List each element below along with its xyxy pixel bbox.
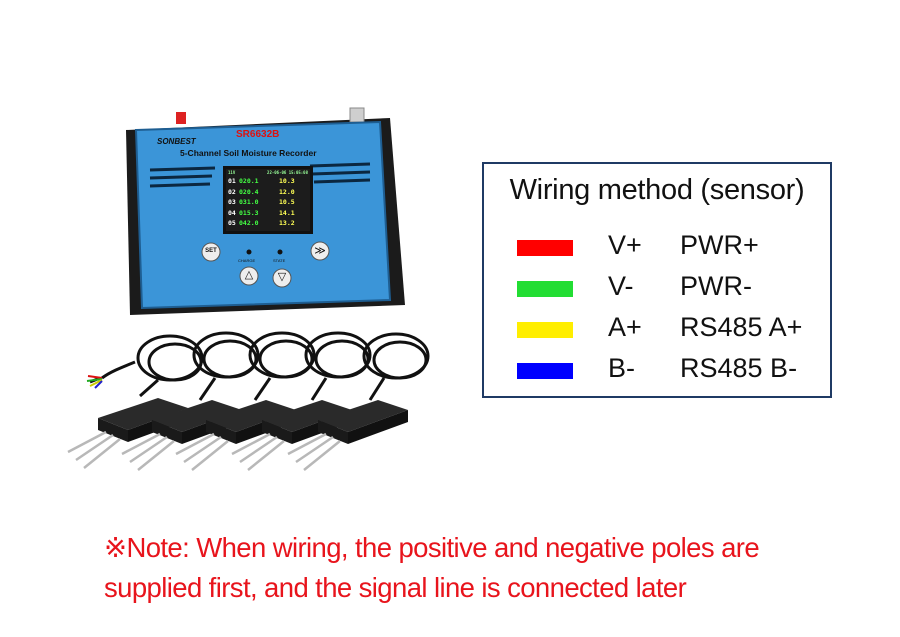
blue-swatch bbox=[517, 363, 573, 379]
note-line-2: supplied first, and the signal line is c… bbox=[104, 572, 687, 603]
red-swatch bbox=[517, 240, 573, 256]
pin-label: V- bbox=[608, 271, 634, 301]
channel-moisture: 020.4 bbox=[239, 187, 259, 196]
channel-moisture: 042.0 bbox=[239, 219, 259, 227]
channel-temperature: 10.5 bbox=[279, 198, 295, 206]
wiring-legend: Wiring method (sensor) V+ PWR+ V- PWR- A… bbox=[482, 162, 832, 398]
sensor-probe bbox=[287, 400, 408, 471]
legend-row-power-positive: V+ PWR+ bbox=[484, 230, 830, 264]
device-brand: SONBEST bbox=[157, 137, 196, 146]
signal-label: RS485 B- bbox=[680, 353, 798, 383]
channel-temperature: 14.1 bbox=[279, 208, 295, 217]
channel-id: 04 bbox=[228, 208, 236, 217]
channel-moisture: 020.1 bbox=[239, 177, 259, 185]
channel-moisture: 015.3 bbox=[239, 208, 259, 217]
channel-temperature: 12.0 bbox=[279, 187, 295, 196]
screen-battery: 11V bbox=[228, 170, 236, 175]
device-illustration: SONBEST SR6632B 5-Channel Soil Moisture … bbox=[40, 100, 480, 490]
legend-row-rs485-b: B- RS485 B- bbox=[484, 353, 830, 387]
device-model: SR6632B bbox=[236, 129, 280, 140]
legend-row-power-negative: V- PWR- bbox=[484, 271, 830, 305]
legend-title: Wiring method (sensor) bbox=[509, 174, 805, 206]
green-swatch bbox=[517, 281, 573, 297]
signal-label: RS485 A+ bbox=[680, 312, 803, 342]
recorder-and-sensors-image bbox=[67, 107, 430, 471]
down-button[interactable]: ▽ bbox=[277, 271, 287, 283]
signal-label: PWR+ bbox=[680, 230, 759, 260]
channel-id: 02 bbox=[228, 187, 236, 196]
screen-datetime: 22-06-06 15:05:08 bbox=[267, 170, 308, 175]
device-subtitle: 5-Channel Soil Moisture Recorder bbox=[180, 148, 317, 158]
legend-row-rs485-a: A+ RS485 A+ bbox=[484, 312, 830, 346]
up-button[interactable]: △ bbox=[244, 269, 254, 281]
signal-label: PWR- bbox=[680, 271, 752, 301]
channel-temperature: 13.2 bbox=[279, 219, 295, 227]
pin-label: V+ bbox=[608, 230, 642, 260]
channel-id: 03 bbox=[228, 198, 236, 206]
channel-moisture: 031.0 bbox=[239, 198, 259, 206]
next-button[interactable]: ≫ bbox=[314, 245, 326, 257]
wiring-note: ※Note: When wiring, the positive and neg… bbox=[104, 528, 864, 608]
pin-label: B- bbox=[608, 353, 635, 383]
charge-label: CHARGE bbox=[238, 258, 256, 263]
yellow-swatch bbox=[517, 322, 573, 338]
channel-temperature: 10.3 bbox=[279, 177, 295, 185]
note-line-1: ※Note: When wiring, the positive and neg… bbox=[104, 532, 760, 563]
channel-id: 01 bbox=[228, 177, 236, 185]
channel-id: 05 bbox=[228, 219, 236, 227]
set-button[interactable]: SET bbox=[205, 248, 217, 254]
state-label: STATE bbox=[273, 258, 286, 263]
pin-label: A+ bbox=[608, 312, 642, 342]
